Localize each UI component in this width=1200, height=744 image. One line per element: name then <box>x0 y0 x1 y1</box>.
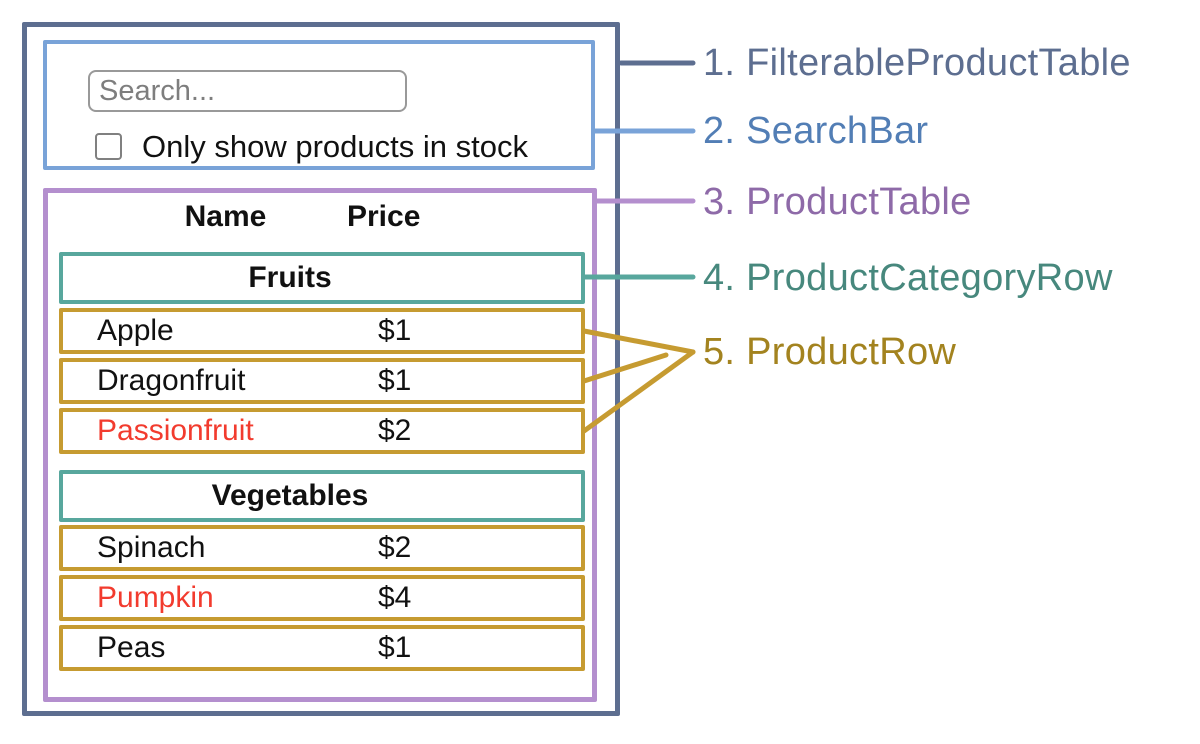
in-stock-checkbox-label: Only show products in stock <box>142 129 528 164</box>
label-filterable-product-table: 1. FilterableProductTable <box>703 42 1131 84</box>
product-row: Pumpkin $4 <box>59 575 585 621</box>
product-name: Apple <box>97 314 174 347</box>
category-label: Vegetables <box>211 479 369 512</box>
product-price: $2 <box>378 531 412 564</box>
product-row: Passionfruit $2 <box>59 408 585 454</box>
product-price: $4 <box>378 581 412 614</box>
product-row: Dragonfruit $1 <box>59 358 585 404</box>
category-row-fruits: Fruits <box>59 252 585 304</box>
product-row: Spinach $2 <box>59 525 585 571</box>
product-name: Peas <box>97 631 166 664</box>
column-header-name: Name <box>184 200 267 233</box>
label-product-row: 5. ProductRow <box>703 331 957 373</box>
column-header-price: Price <box>347 200 421 233</box>
product-row: Peas $1 <box>59 625 585 671</box>
category-label: Fruits <box>248 261 332 294</box>
product-name: Pumpkin <box>97 581 214 614</box>
product-name: Dragonfruit <box>97 364 246 397</box>
search-input[interactable] <box>88 70 407 112</box>
product-row: Apple $1 <box>59 308 585 354</box>
product-name: Passionfruit <box>97 414 254 447</box>
filterable-product-table-box: Only show products in stock Name Price F… <box>22 22 620 716</box>
product-table-box: Name Price Fruits Apple $1 Dragonfruit $… <box>43 188 597 702</box>
category-row-vegetables: Vegetables <box>59 470 585 522</box>
product-price: $1 <box>378 631 412 664</box>
label-product-category-row: 4. ProductCategoryRow <box>703 257 1113 299</box>
product-price: $1 <box>378 314 412 347</box>
product-price: $2 <box>378 414 412 447</box>
product-name: Spinach <box>97 531 206 564</box>
product-price: $1 <box>378 364 412 397</box>
in-stock-checkbox[interactable] <box>95 133 122 160</box>
search-bar-box: Only show products in stock <box>43 40 595 170</box>
label-product-table: 3. ProductTable <box>703 181 972 223</box>
label-search-bar: 2. SearchBar <box>703 110 929 152</box>
